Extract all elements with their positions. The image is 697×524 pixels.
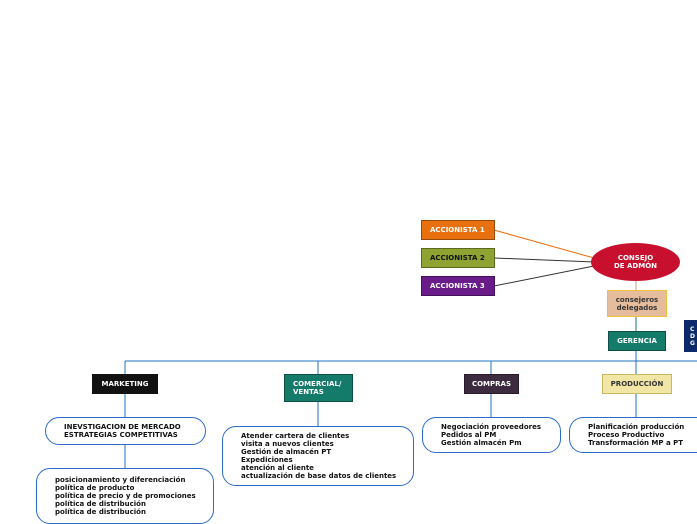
accionista-2-node[interactable]: ACCIONISTA 2: [421, 248, 495, 268]
produccion-label: PRODUCCIÓN: [610, 380, 664, 388]
compras-node[interactable]: COMPRAS: [464, 374, 519, 394]
connector-accionista1-consejo: [493, 229, 595, 259]
connector-accionista2-consejo: [493, 257, 595, 263]
delegados-label: consejeros delegados: [615, 295, 659, 312]
produccion-detail[interactable]: Planificación producción Proceso Product…: [569, 417, 697, 453]
accionista-3-node[interactable]: ACCIONISTA 3: [421, 276, 495, 296]
compras-detail[interactable]: Negociación proveedores Pedidos al PM Ge…: [422, 417, 561, 453]
marketing-detail-2[interactable]: posicionamiento y diferenciación polític…: [36, 468, 214, 524]
marketing-detail-1-text: INEVSTIGACION DE MERCADO ESTRATEGIAS COM…: [64, 423, 181, 439]
produccion-detail-text: Planificación producción Proceso Product…: [588, 423, 685, 447]
compras-label: COMPRAS: [471, 380, 512, 388]
connector-accionista3-consejo: [493, 265, 595, 287]
compras-detail-text: Negociación proveedores Pedidos al PM Ge…: [441, 423, 541, 447]
marketing-detail-2-text: posicionamiento y diferenciación polític…: [55, 476, 196, 516]
comercial-node[interactable]: COMERCIAL/ VENTAS: [284, 374, 353, 402]
delegados-node[interactable]: consejeros delegados: [607, 290, 667, 317]
cdg-node[interactable]: C D G: [684, 320, 697, 352]
comercial-label: COMERCIAL/ VENTAS: [293, 380, 342, 396]
comercial-detail[interactable]: Atender cartera de clientes visita a nue…: [222, 426, 414, 486]
accionista-1-label: ACCIONISTA 1: [430, 226, 485, 234]
gerencia-label: GERENCIA: [617, 337, 657, 345]
marketing-label: MARKETING: [101, 380, 149, 388]
produccion-node[interactable]: PRODUCCIÓN: [602, 374, 672, 394]
accionista-1-node[interactable]: ACCIONISTA 1: [421, 220, 495, 240]
gerencia-node[interactable]: GERENCIA: [608, 331, 666, 351]
comercial-detail-text: Atender cartera de clientes visita a nue…: [241, 432, 397, 480]
consejo-label: CONSEJO DE ADMÓN: [613, 254, 658, 270]
accionista-3-label: ACCIONISTA 3: [430, 282, 485, 290]
accionista-2-label: ACCIONISTA 2: [430, 254, 485, 262]
consejo-node[interactable]: CONSEJO DE ADMÓN: [591, 243, 680, 281]
cdg-label: C D G: [690, 325, 695, 347]
marketing-detail-1[interactable]: INEVSTIGACION DE MERCADO ESTRATEGIAS COM…: [45, 417, 206, 445]
marketing-node[interactable]: MARKETING: [92, 374, 158, 394]
